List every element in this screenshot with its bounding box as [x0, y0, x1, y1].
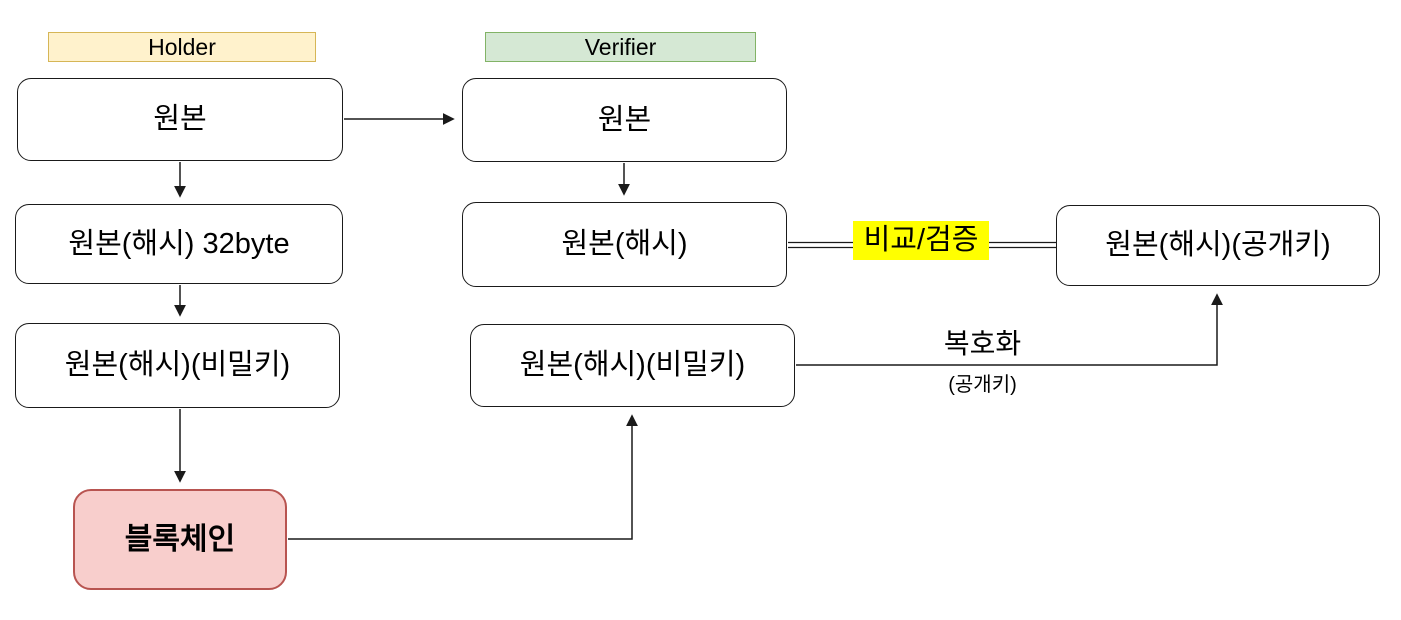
- node-holder-secret: 원본(해시)(비밀키): [15, 323, 340, 408]
- node-holder-original: 원본: [17, 78, 343, 161]
- arrow-verifier-secret-to-verifier-pubkey: [796, 293, 1223, 366]
- node-holder-hash: 원본(해시) 32byte: [15, 204, 343, 284]
- verifier-tag: Verifier: [485, 32, 756, 62]
- compare-verify-label: 비교/검증: [853, 221, 989, 260]
- node-verifier-hash: 원본(해시): [462, 202, 787, 287]
- arrow-blockchain-to-verifier-secret: [288, 414, 638, 540]
- holder-tag: Holder: [48, 32, 316, 62]
- node-verifier-secret: 원본(해시)(비밀키): [470, 324, 795, 407]
- decrypt-public-key-label: (공개키): [948, 374, 1017, 396]
- node-blockchain: 블록체인: [73, 489, 287, 590]
- decrypt-label: 복호화: [943, 328, 1022, 359]
- node-verifier-original: 원본: [462, 78, 787, 162]
- node-verifier-pubkey: 원본(해시)(공개키): [1056, 205, 1380, 286]
